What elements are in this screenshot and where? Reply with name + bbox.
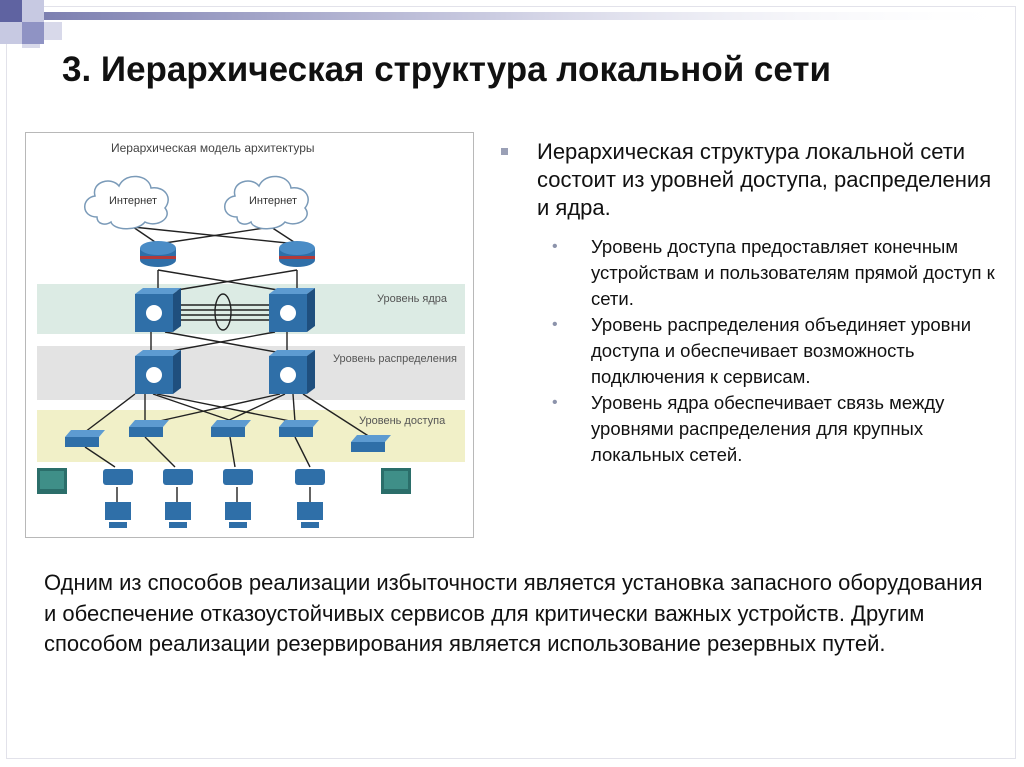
square-bullet-icon <box>501 148 508 155</box>
distribution-layer-label: Уровень распределения <box>333 353 457 365</box>
cloud-label-right: Интернет <box>249 195 297 207</box>
header-decoration <box>0 0 1024 48</box>
sub-bullet-core: • Уровень ядра обеспечивает связь между у… <box>497 390 997 468</box>
sub-bullet-distribution: • Уровень распределения объединяет уровни… <box>497 312 997 390</box>
page-title: 3. Иерархическая структура локальной сет… <box>62 50 832 89</box>
pc-icon-1 <box>105 502 131 528</box>
core-layer-band <box>37 284 465 334</box>
access-switch-icon-5 <box>351 435 391 452</box>
core-switch-icon-left <box>135 288 181 332</box>
slide-frame <box>6 6 1016 759</box>
core-layer-label: Уровень ядра <box>377 293 448 305</box>
pc-icon-3 <box>225 502 251 528</box>
pc-icon-2 <box>165 502 191 528</box>
access-switch-icon-3 <box>211 420 251 437</box>
pc-icon-4 <box>297 502 323 528</box>
distribution-switch-icon-left <box>135 350 181 394</box>
main-bullet-text: Иерархическая структура локальной сети с… <box>537 139 992 220</box>
distribution-layer-band <box>37 346 465 400</box>
dot-bullet-icon: • <box>552 394 558 411</box>
ip-phone-icon-4 <box>295 469 325 485</box>
access-switch-icon-4 <box>279 420 319 437</box>
main-bullet: Иерархическая структура локальной сети с… <box>497 138 997 222</box>
network-hierarchy-diagram: Иерархическая модель архитектуры Уровень… <box>25 132 474 538</box>
wireless-ap-icon-left <box>37 468 67 494</box>
sub-bullet-text: Уровень ядра обеспечивает связь между ур… <box>591 392 945 465</box>
cloud-label-left: Интернет <box>109 195 157 207</box>
core-switch-icon-right <box>269 288 315 332</box>
sub-bullet-access: • Уровень доступа предоставляет конечным … <box>497 234 997 312</box>
ip-phone-icon-3 <box>223 469 253 485</box>
dot-bullet-icon: • <box>552 316 558 333</box>
distribution-switch-icon-right <box>269 350 315 394</box>
sub-bullet-text: Уровень доступа предоставляет конечным у… <box>591 236 995 309</box>
router-icon-right <box>279 241 315 267</box>
sub-bullet-text: Уровень распределения объединяет уровни … <box>591 314 972 387</box>
internet-cloud-right <box>224 175 309 230</box>
ip-phone-icon-1 <box>103 469 133 485</box>
internet-cloud-left <box>84 175 169 230</box>
access-switch-icon-1 <box>65 430 105 447</box>
access-switch-icon-2 <box>129 420 169 437</box>
router-icon-left <box>140 241 176 267</box>
dot-bullet-icon: • <box>552 238 558 255</box>
wireless-ap-icon-right <box>381 468 411 494</box>
diagram-heading: Иерархическая модель архитектуры <box>111 141 315 155</box>
bullet-list: Иерархическая структура локальной сети с… <box>497 138 997 468</box>
redundancy-paragraph: Одним из способов реализации избыточност… <box>44 570 983 656</box>
ip-phone-icon-2 <box>163 469 193 485</box>
sub-bullet-list: • Уровень доступа предоставляет конечным … <box>497 234 997 468</box>
access-layer-band <box>37 410 465 462</box>
access-layer-label: Уровень доступа <box>359 415 446 427</box>
